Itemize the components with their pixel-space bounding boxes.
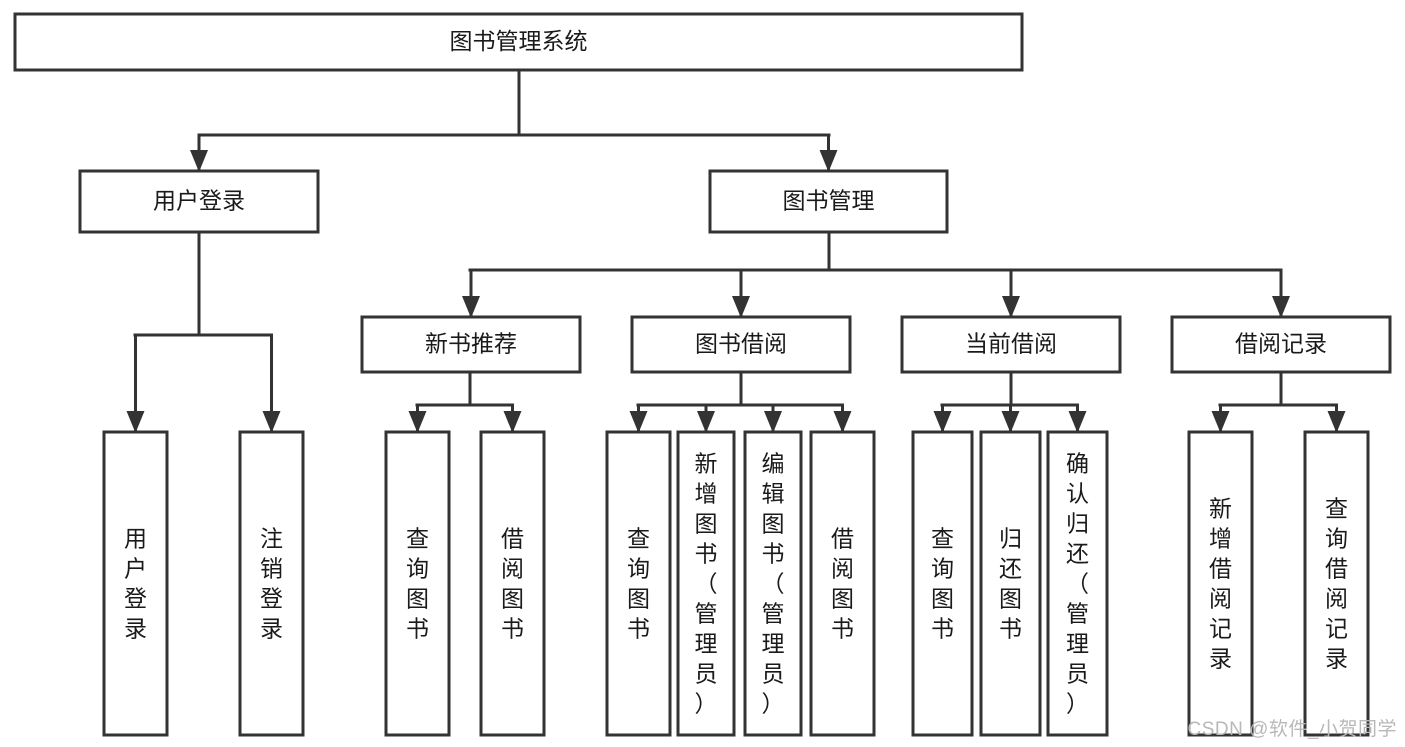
node-l3_a2[interactable]: 注销登录	[238, 430, 305, 737]
arrow-head-icon	[1001, 411, 1020, 433]
node-box	[1046, 430, 1109, 737]
arrow-head-icon	[262, 411, 281, 433]
node-layer: 图书管理系统用户登录图书管理新书推荐图书借阅当前借阅借阅记录用户登录注销登录查询…	[13, 12, 1392, 737]
node-box	[708, 169, 949, 234]
node-label: 用户登录	[124, 526, 147, 642]
node-label: 借阅图书	[831, 526, 854, 642]
node-l3_e2[interactable]: 查询借阅记录	[1303, 430, 1370, 737]
arrow-head-icon	[764, 411, 782, 433]
node-root[interactable]: 图书管理系统	[13, 12, 1024, 72]
node-l3_d1[interactable]: 查询图书	[911, 430, 974, 737]
arrow-head-icon	[697, 411, 715, 433]
node-l3_c2[interactable]: 新增图书（管理员）	[676, 430, 736, 737]
node-box	[1170, 315, 1392, 374]
arrow-head-icon	[629, 411, 648, 433]
node-label: 当前借阅	[965, 331, 1057, 357]
arrow-head-icon	[1327, 411, 1346, 433]
node-box	[809, 430, 876, 737]
arrow-head-icon	[1211, 411, 1230, 433]
node-l2_b[interactable]: 图书借阅	[630, 315, 852, 374]
node-l3_b2[interactable]: 借阅图书	[479, 430, 546, 737]
node-l3_d2[interactable]: 归还图书	[979, 430, 1042, 737]
node-box	[630, 315, 852, 374]
arrow-head-icon	[126, 411, 145, 433]
node-box	[900, 315, 1122, 374]
node-box	[479, 430, 546, 737]
node-box	[676, 430, 736, 737]
connector-layer	[126, 68, 1346, 433]
node-box	[1303, 430, 1370, 737]
node-l3_d3[interactable]: 确认归还（管理员）	[1046, 430, 1109, 737]
node-l2_c[interactable]: 当前借阅	[900, 315, 1122, 374]
node-label: 借阅图书	[501, 526, 524, 642]
node-label: 新书推荐	[425, 331, 517, 357]
arrow-head-icon	[190, 150, 208, 172]
node-label: 查询图书	[627, 526, 650, 642]
node-l2_a[interactable]: 新书推荐	[360, 315, 582, 374]
node-box	[979, 430, 1042, 737]
arrow-head-icon	[1272, 296, 1290, 318]
node-label: 用户登录	[153, 188, 245, 214]
node-label: 归还图书	[999, 526, 1022, 642]
node-label: 注销登录	[260, 526, 283, 642]
node-label: 图书管理	[783, 188, 875, 214]
node-l3_a1[interactable]: 用户登录	[102, 430, 169, 737]
node-label: 查询借阅记录	[1325, 496, 1348, 672]
arrow-head-icon	[732, 296, 750, 318]
arrow-head-icon	[933, 411, 952, 433]
node-l3_c1[interactable]: 查询图书	[605, 430, 672, 737]
arrow-head-icon	[462, 296, 480, 318]
arrow-head-icon	[408, 411, 427, 433]
arrow-head-icon	[1068, 411, 1087, 433]
node-label: 图书借阅	[695, 331, 787, 357]
node-box	[238, 430, 305, 737]
node-label: 查询图书	[406, 526, 429, 642]
arrow-head-icon	[819, 150, 838, 172]
node-l3_c4[interactable]: 借阅图书	[809, 430, 876, 737]
node-label: 新增图书（管理员）	[695, 451, 718, 717]
node-box	[384, 430, 451, 737]
node-label: 查询图书	[931, 526, 954, 642]
node-box	[78, 169, 320, 234]
node-label: 确认归还（管理员）	[1066, 451, 1089, 717]
arrow-head-icon	[503, 411, 522, 433]
node-l1_a[interactable]: 用户登录	[78, 169, 320, 234]
node-label: 借阅记录	[1235, 331, 1327, 357]
node-box	[605, 430, 672, 737]
node-box	[1187, 430, 1254, 737]
node-l1_b[interactable]: 图书管理	[708, 169, 949, 234]
node-label: 新增借阅记录	[1209, 496, 1232, 672]
node-l3_c3[interactable]: 编辑图书（管理员）	[743, 430, 803, 737]
node-label: 图书管理系统	[450, 28, 588, 54]
node-label: 编辑图书（管理员）	[762, 451, 785, 717]
node-box	[102, 430, 169, 737]
node-box	[360, 315, 582, 374]
node-l2_d[interactable]: 借阅记录	[1170, 315, 1392, 374]
node-l3_b1[interactable]: 查询图书	[384, 430, 451, 737]
arrow-head-icon	[1002, 296, 1020, 318]
node-box	[743, 430, 803, 737]
node-l3_e1[interactable]: 新增借阅记录	[1187, 430, 1254, 737]
node-box	[911, 430, 974, 737]
node-box	[13, 12, 1024, 72]
arrow-head-icon	[833, 411, 852, 433]
